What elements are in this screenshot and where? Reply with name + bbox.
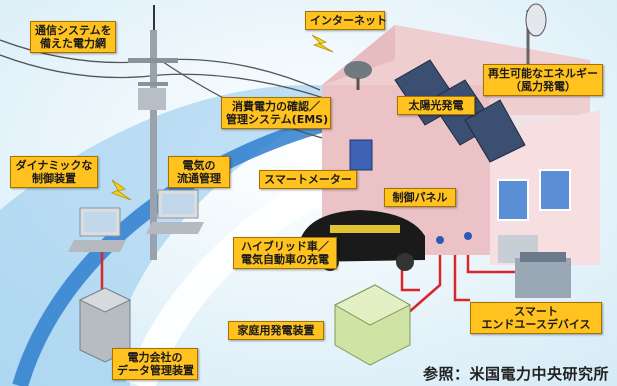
label-renewable: 再生可能なエネルギー （風力発電） <box>483 64 603 96</box>
label-dynamic: ダイナミックな 制御装置 <box>10 156 98 188</box>
source-credit: 参照：米国電力中央研究所 <box>422 365 609 383</box>
smart-appliance <box>515 252 571 298</box>
label-control-panel: 制御パネル <box>384 188 456 207</box>
label-vehicle: ハイブリッド車／ 電気自動車の充電 <box>233 237 337 269</box>
label-solar: 太陽光発電 <box>397 96 475 115</box>
laptop-2 <box>146 189 204 234</box>
label-grid: 通信システムを 備えた電力網 <box>30 21 116 53</box>
lightning-icons <box>110 34 334 201</box>
label-generator: 家庭用発電装置 <box>228 321 324 340</box>
label-distribution: 電気の 流通管理 <box>168 156 230 188</box>
label-internet: インターネット <box>305 11 387 30</box>
smart-meter <box>349 139 373 171</box>
utility-pole <box>128 5 178 260</box>
label-utility: 電力会社の データ管理装置 <box>112 348 198 380</box>
label-smart-meter: スマートメーター <box>259 170 357 189</box>
utility-data-server <box>78 287 132 363</box>
laptop-1 <box>68 207 126 252</box>
home-generator <box>333 284 412 366</box>
label-ems: 消費電力の確認／ 管理システム(EMS) <box>221 97 331 129</box>
satellite-dish <box>344 61 372 90</box>
label-smart-device: スマート エンドユースデバイス <box>470 302 602 334</box>
